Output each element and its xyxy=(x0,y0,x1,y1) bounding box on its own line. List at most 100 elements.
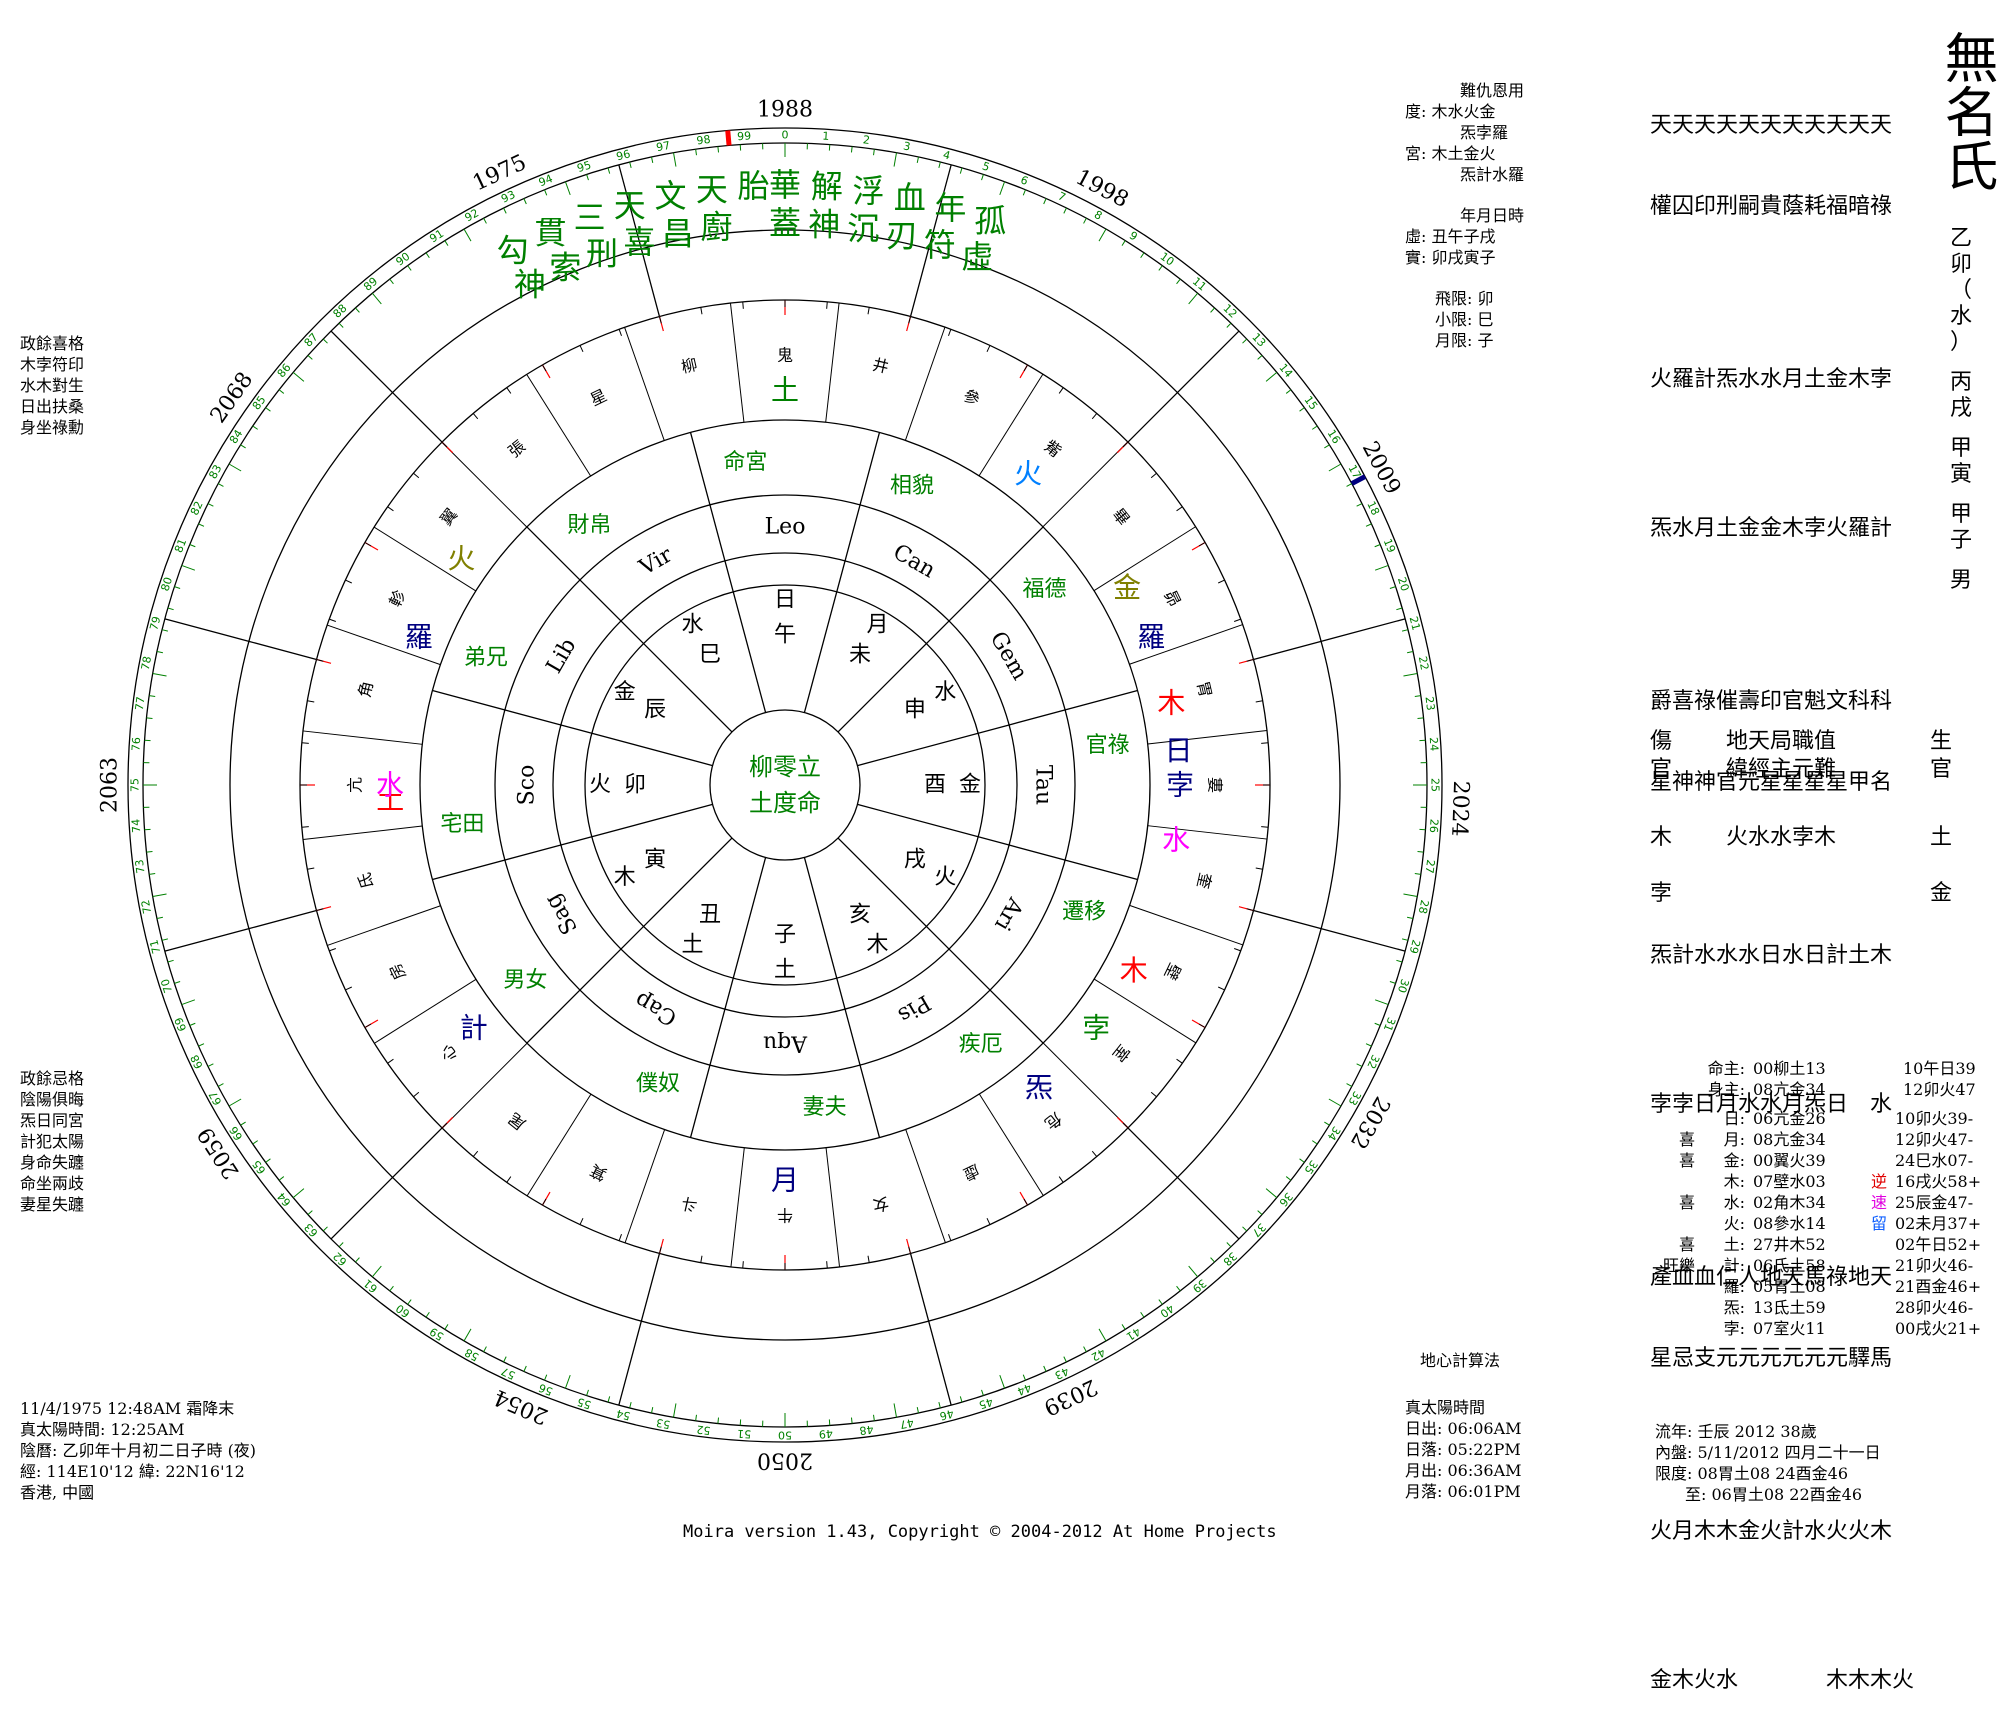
mansion-label: 婁 xyxy=(1206,777,1225,793)
palace-label: 福德 xyxy=(1023,577,1067,602)
degree-number: 29 xyxy=(1407,938,1423,955)
mansion-label: 角 xyxy=(355,679,377,699)
degree-tick xyxy=(565,182,570,195)
mansion-label: 畢 xyxy=(1109,505,1134,529)
degree-tick xyxy=(1375,1000,1388,1005)
branch-label: 未 xyxy=(849,643,871,668)
minor-tick xyxy=(1234,948,1241,950)
inner-chart: 內盤: 5/11/2012 四月二十一日 xyxy=(1655,1442,1881,1463)
minor-tick xyxy=(619,329,621,336)
cell: 07壁水03 xyxy=(1745,1171,1871,1192)
degree-tick xyxy=(718,147,719,153)
cell: 緯經主元難 xyxy=(1726,756,1836,784)
mansion-label: 軫 xyxy=(386,587,410,610)
cell: 12卯火47- xyxy=(1895,1129,2000,1150)
degree-number: 7 xyxy=(1056,189,1068,204)
label: 虛: xyxy=(1405,227,1426,246)
minor-tick xyxy=(442,442,447,447)
minor-tick xyxy=(987,1218,990,1224)
degree-tick xyxy=(524,199,526,204)
degree-number: 85 xyxy=(250,393,269,412)
degree-number: 90 xyxy=(393,250,412,269)
mansion-label: 星 xyxy=(587,386,610,410)
lunar-date: 陰曆: 乙卯年十月初二日子時 (夜) xyxy=(20,1440,256,1461)
degree-tick xyxy=(229,1099,241,1106)
year-label: 2024 xyxy=(1446,780,1473,837)
degree-tick xyxy=(1366,524,1371,526)
degree-number: 48 xyxy=(859,1423,875,1438)
pillar-char: 丙 xyxy=(1946,370,1976,396)
minor-tick xyxy=(473,413,477,418)
palace-spoke xyxy=(621,621,732,732)
degree-tick xyxy=(241,1122,246,1125)
minor-tick xyxy=(307,701,314,702)
pillar-char: 甲 xyxy=(1946,502,1976,528)
pillar-char: 男 xyxy=(1946,568,1976,594)
cell: 喜 xyxy=(1600,1192,1695,1213)
degree-number: 0 xyxy=(782,129,789,142)
degree-tick xyxy=(504,1357,507,1362)
palace-label: 弟兄 xyxy=(464,646,508,671)
pillar-char: 戌 xyxy=(1946,396,1976,422)
center-text: 柳零立 xyxy=(749,753,821,781)
degree-number: 83 xyxy=(206,463,224,482)
zodiac-label: Gem xyxy=(985,627,1032,684)
degree-number: 79 xyxy=(147,615,163,632)
degree-tick xyxy=(1064,208,1067,213)
ring-planet: 計 xyxy=(460,1012,488,1045)
palace-spoke xyxy=(691,1009,725,1137)
minor-tick xyxy=(1199,543,1205,547)
label: 飛限: xyxy=(1435,289,1472,308)
cell: 06氐土58 xyxy=(1745,1255,1871,1276)
degree-tick xyxy=(1324,445,1329,448)
ring-planet: 羅 xyxy=(1137,621,1165,654)
degree-number: 22 xyxy=(1416,655,1431,671)
cell: 土 xyxy=(1930,824,1952,852)
outer-star: 貫 xyxy=(535,214,567,252)
cell xyxy=(1871,1318,1895,1339)
mansion-spoke xyxy=(625,1130,665,1243)
degree-tick xyxy=(182,565,195,570)
branch-label: 辰 xyxy=(644,698,666,723)
mansion-spoke xyxy=(625,327,665,440)
degree-number: 78 xyxy=(139,655,154,671)
degree-tick xyxy=(1000,182,1005,195)
minor-tick xyxy=(1261,743,1268,744)
minor-tick xyxy=(1234,619,1241,621)
minor-tick xyxy=(987,345,990,351)
degree-number: 67 xyxy=(206,1089,224,1108)
degree-tick xyxy=(253,426,258,429)
degree-number: 52 xyxy=(696,1423,712,1438)
note: 妻星失躔 xyxy=(20,1194,84,1215)
outer-star: 胎 xyxy=(738,167,770,205)
label: 宮: xyxy=(1405,144,1426,163)
year-label: 1998 xyxy=(1071,165,1132,213)
degree-tick xyxy=(308,1211,312,1215)
cell: 速 xyxy=(1871,1192,1895,1213)
degree-tick xyxy=(608,168,610,174)
cell: 00翼火39 xyxy=(1745,1150,1871,1171)
degree-tick xyxy=(147,851,153,852)
degree-number: 92 xyxy=(463,206,482,224)
palace-spoke xyxy=(432,845,560,879)
marker xyxy=(728,131,729,146)
palace-label: 遷移 xyxy=(1062,899,1106,924)
outer-star: 勾 xyxy=(497,231,529,269)
degree-number: 71 xyxy=(147,938,163,955)
degree-number: 86 xyxy=(275,361,294,380)
degree-tick xyxy=(1347,1084,1352,1087)
degree-tick xyxy=(1141,253,1144,258)
minor-tick xyxy=(909,317,911,324)
minor-tick xyxy=(659,1247,661,1254)
degree-tick xyxy=(1064,1357,1067,1362)
zodiac-label: Vir xyxy=(635,542,677,581)
minor-tick xyxy=(302,827,309,828)
degree-tick xyxy=(168,960,174,962)
degree-tick xyxy=(1390,587,1396,589)
degree-tick xyxy=(279,390,284,394)
